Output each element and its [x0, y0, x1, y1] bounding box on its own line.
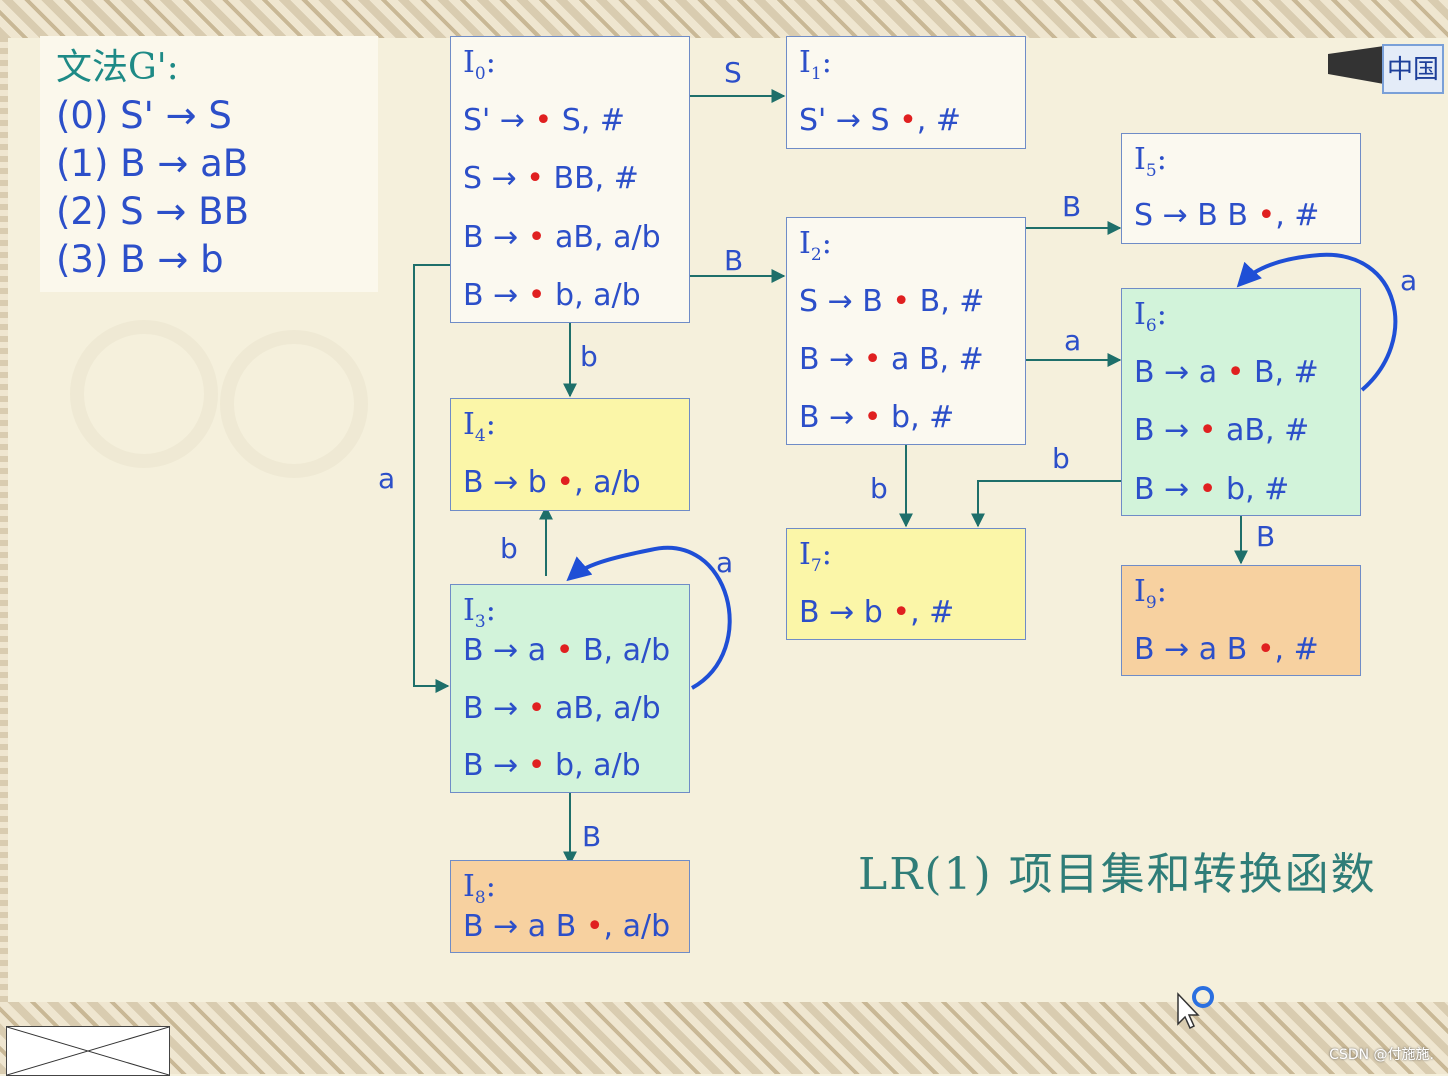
- state-header: I1:: [799, 45, 832, 84]
- item-dot-marker: •: [1257, 198, 1276, 233]
- lr-item: B → • b, #: [1134, 472, 1290, 507]
- item-dot-marker: •: [527, 278, 546, 313]
- edge-label: a: [716, 546, 734, 579]
- item-dot-marker: •: [556, 465, 575, 500]
- item-dot-marker: •: [892, 284, 911, 319]
- item-dot-marker: •: [863, 342, 882, 377]
- edge-label: a: [1064, 324, 1082, 357]
- edge-label: b: [500, 532, 518, 565]
- state-I1: I1: S' → S •, #: [786, 36, 1026, 149]
- grammar-rule: (2) S → BB: [56, 190, 249, 233]
- edge-label: B: [582, 820, 602, 853]
- edge-label: b: [870, 472, 888, 505]
- edge-label: B: [1256, 520, 1276, 553]
- lr-item: B → • aB, a/b: [463, 220, 661, 255]
- state-I2: I2: S → B • B, # B → • a B, # B → • b, #: [786, 217, 1026, 445]
- item-dot-marker: •: [527, 691, 546, 726]
- state-I5: I5: S → B B •, #: [1121, 133, 1361, 244]
- state-header: I0:: [463, 45, 496, 84]
- item-dot-marker: •: [585, 909, 604, 944]
- edge-label: b: [580, 340, 598, 373]
- lr-item: S' → • S, #: [463, 103, 625, 138]
- edge-label: B: [724, 244, 744, 277]
- state-I8: I8: B → a B •, a/b: [450, 860, 690, 953]
- lr-item: B → • b, a/b: [463, 278, 641, 313]
- grammar-rule: (3) B → b: [56, 238, 224, 281]
- decorative-border-bottom: [0, 1002, 1448, 1074]
- lr-item: S → B B •, #: [1134, 198, 1320, 233]
- video-thumbnail[interactable]: [6, 1026, 170, 1076]
- grammar-title: 文法G':: [56, 47, 179, 88]
- lr-item: B → a B •, #: [1134, 632, 1319, 667]
- edge-label: a: [378, 462, 396, 495]
- csdn-watermark: CSDN @付施施.: [1329, 1047, 1434, 1063]
- state-header: I9:: [1134, 574, 1167, 613]
- item-dot-marker: •: [526, 161, 544, 196]
- item-dot-marker: •: [1198, 472, 1217, 507]
- item-dot-marker: •: [1256, 632, 1275, 667]
- item-dot-marker: •: [863, 400, 882, 435]
- lr-item: B → • b, #: [799, 400, 955, 435]
- state-header: I8:: [463, 869, 496, 908]
- item-dot-marker: •: [1198, 413, 1217, 448]
- loop-I6: [1236, 252, 1398, 392]
- loop-I3: [566, 545, 732, 690]
- edge-label: b: [1052, 442, 1070, 475]
- item-dot-marker: •: [1226, 355, 1245, 390]
- lr-item: S' → S •, #: [799, 103, 961, 138]
- lr-item: B → a • B, a/b: [463, 633, 671, 668]
- edge-label: a: [1400, 264, 1418, 297]
- edge-I0-I3: [413, 264, 450, 693]
- item-dot-marker: •: [892, 595, 911, 630]
- grammar-rule: (0) S' → S: [56, 94, 232, 137]
- lr-item: B → a • B, #: [1134, 355, 1319, 390]
- lr-item: B → • b, a/b: [463, 748, 641, 783]
- lr-item: B → b •, #: [799, 595, 955, 630]
- lr-item: B → • aB, #: [1134, 413, 1310, 448]
- state-I3: I3: B → a • B, a/b B → • aB, a/b B → • b…: [450, 584, 690, 793]
- edge-I6-I7: [971, 480, 1121, 528]
- university-logo-icon: [1328, 46, 1384, 84]
- item-dot-marker: •: [899, 103, 917, 138]
- edge-label: S: [724, 56, 742, 89]
- state-I4: I4: B → b •, a/b: [450, 398, 690, 511]
- state-header: I5:: [1134, 142, 1167, 181]
- state-header: I6:: [1134, 297, 1167, 336]
- state-I6: I6: B → a • B, # B → • aB, # B → • b, #: [1121, 288, 1361, 516]
- lr-item: B → b •, a/b: [463, 465, 641, 500]
- state-header: I4:: [463, 407, 496, 446]
- state-I0: I0: S' → • S, # S → • BB, # B → • aB, a/…: [450, 36, 690, 323]
- decorative-border-left: [0, 38, 8, 1002]
- decorative-border-top: [0, 0, 1448, 38]
- logo-text: 中国: [1382, 44, 1444, 94]
- state-header: I7:: [799, 537, 832, 576]
- grammar-panel: 文法G': (0) S' → S (1) B → aB (2) S → BB (…: [40, 36, 378, 292]
- item-dot-marker: •: [534, 103, 553, 138]
- item-dot-marker: •: [555, 633, 574, 668]
- lr-item: B → a B •, a/b: [463, 909, 671, 944]
- mouse-cursor-icon: [1177, 986, 1214, 1030]
- state-I7: I7: B → b •, #: [786, 528, 1026, 640]
- state-I9: I9: B → a B •, #: [1121, 565, 1361, 676]
- lr-item: S → • BB, #: [463, 161, 639, 196]
- lr-item: S → B • B, #: [799, 284, 985, 319]
- item-dot-marker: •: [527, 748, 546, 783]
- slide-caption: LR(1) 项目集和转换函数: [858, 849, 1377, 900]
- lr-item: B → • a B, #: [799, 342, 984, 377]
- edge-label: B: [1062, 190, 1082, 223]
- state-header: I3:: [463, 593, 496, 632]
- item-dot-marker: •: [527, 220, 546, 255]
- state-header: I2:: [799, 226, 832, 265]
- lr-item: B → • aB, a/b: [463, 691, 661, 726]
- grammar-rule: (1) B → aB: [56, 142, 249, 185]
